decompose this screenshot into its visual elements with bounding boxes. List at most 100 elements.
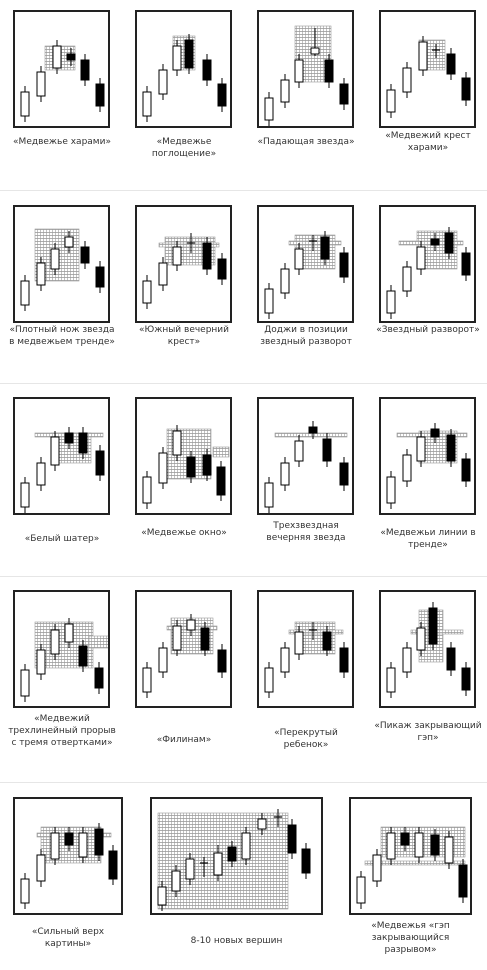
- pattern-caption: «Медвежий трехлинейный прорыв с тремя от…: [8, 714, 116, 748]
- white-candle: [264, 477, 274, 513]
- candlestick-diagram: [386, 602, 471, 698]
- pattern-frame: [13, 590, 110, 708]
- white-candle: [280, 642, 290, 678]
- white-candle: [172, 40, 182, 76]
- candlestick-diagram: [386, 36, 471, 118]
- black-candle: [78, 640, 88, 672]
- white-candle: [416, 622, 426, 656]
- black-candle: [202, 54, 212, 86]
- white-candle: [50, 243, 60, 275]
- pattern-caption: «Медвежье окно»: [141, 528, 227, 538]
- black-candle: [108, 845, 118, 885]
- candlestick-diagram: [142, 425, 230, 509]
- white-candle: [402, 62, 412, 98]
- black-candle: [322, 626, 332, 656]
- black-candle: [400, 827, 410, 851]
- pattern-caption: «Медвежья «гэп закрывающийся разрывом»: [371, 921, 450, 955]
- pattern-caption: «Белый шатер»: [24, 534, 100, 544]
- pattern-caption: «Медвежьи линии в тренде»: [380, 528, 476, 550]
- pattern-caption: Трехзвездная вечерняя звезда: [266, 521, 346, 543]
- white-candle: [386, 285, 396, 319]
- candlestick-diagram: [264, 421, 349, 513]
- black-candle: [227, 841, 237, 867]
- black-candle: [80, 241, 90, 269]
- black-candle: [322, 433, 332, 467]
- black-candle: [458, 859, 468, 903]
- white-candle: [20, 86, 30, 122]
- white-candle: [36, 66, 46, 102]
- pattern-highlight: [36, 832, 112, 838]
- white-candle: [36, 849, 46, 887]
- candlestick-diagram: [142, 614, 227, 698]
- black-candle: [308, 421, 318, 439]
- black-candle: [217, 78, 227, 112]
- black-candle: [461, 662, 471, 696]
- candlestick-diagram: [20, 228, 105, 311]
- white-candle: [20, 873, 30, 909]
- white-candle: [418, 36, 428, 76]
- white-candle: [386, 84, 396, 118]
- white-candle: [416, 431, 426, 467]
- black-candle: [64, 827, 74, 851]
- black-candle: [78, 427, 88, 459]
- doji-candle: [309, 622, 317, 640]
- pattern-caption: «Падающая звезда»: [257, 137, 355, 147]
- black-candle: [446, 48, 456, 80]
- white-candle: [213, 845, 223, 881]
- candlestick-diagram: [142, 233, 227, 309]
- candlestick-diagram: [20, 427, 105, 513]
- white-candle: [142, 275, 152, 309]
- black-candle: [216, 461, 226, 501]
- pattern-caption: «Медвежье харами»: [13, 137, 111, 147]
- pattern-frame: [257, 397, 354, 515]
- pattern-caption: «Звездный разворот»: [376, 325, 480, 335]
- white-candle: [264, 92, 274, 126]
- white-candle: [50, 827, 60, 865]
- white-candle: [36, 257, 46, 291]
- pattern-frame: [135, 10, 232, 128]
- black-candle: [444, 227, 454, 259]
- pattern-frame: [257, 205, 354, 323]
- black-candle: [461, 453, 471, 487]
- black-candle: [428, 602, 438, 650]
- candlestick-diagram: [20, 40, 105, 122]
- pattern-frame: [349, 797, 472, 915]
- white-candle: [294, 243, 304, 275]
- white-candle: [158, 642, 168, 678]
- white-candle: [310, 28, 320, 56]
- candlestick-diagram: [142, 34, 227, 122]
- white-candle: [158, 447, 168, 489]
- pattern-frame: [13, 797, 123, 915]
- white-candle: [172, 620, 182, 656]
- black-candle: [217, 644, 227, 678]
- black-candle: [301, 843, 311, 879]
- white-candle: [142, 86, 152, 122]
- pattern-highlight: [364, 860, 466, 866]
- white-candle: [36, 457, 46, 491]
- white-candle: [50, 431, 60, 471]
- white-candle: [294, 435, 304, 467]
- white-candle: [257, 813, 267, 835]
- black-candle: [287, 819, 297, 859]
- white-candle: [402, 642, 412, 678]
- pattern-caption: «Сильный верх картины»: [31, 927, 105, 949]
- pattern-frame: [379, 590, 476, 708]
- black-candle: [94, 823, 104, 861]
- pattern-caption: 8-10 новых вершин: [190, 936, 283, 946]
- candlestick-diagram: [264, 621, 349, 698]
- pattern-frame: [257, 10, 354, 128]
- black-candle: [446, 642, 456, 676]
- pattern-frame: [135, 205, 232, 323]
- white-candle: [414, 827, 424, 863]
- white-candle: [142, 471, 152, 509]
- black-candle: [320, 231, 330, 265]
- white-candle: [264, 283, 274, 319]
- pattern-caption: «Плотный нож звезда в медвежьем тренде»: [9, 325, 115, 347]
- white-candle: [20, 275, 30, 311]
- pattern-caption: «Филинам»: [156, 735, 212, 745]
- white-candle: [294, 54, 304, 88]
- candlestick-diagram: [20, 823, 118, 909]
- black-candle: [339, 457, 349, 491]
- pattern-frame: [379, 397, 476, 515]
- black-candle: [95, 445, 105, 481]
